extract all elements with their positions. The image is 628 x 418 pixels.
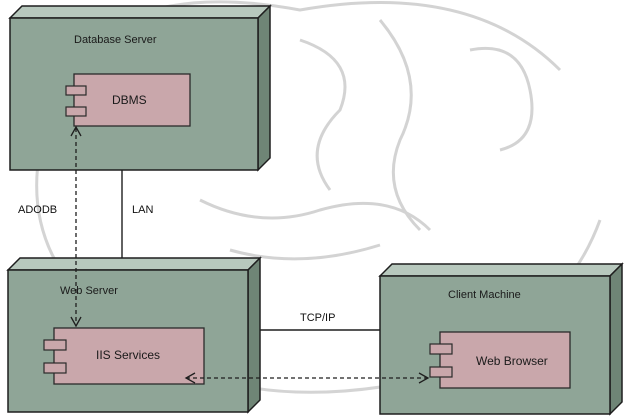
dbms-port-top <box>66 86 86 95</box>
dbms-label: DBMS <box>112 93 147 107</box>
web-browser-port-top <box>430 344 452 354</box>
iis-port-bottom <box>44 363 66 373</box>
dbms-port-bottom <box>66 107 86 116</box>
web-browser-label: Web Browser <box>476 354 548 368</box>
client-machine-top-face <box>380 264 622 276</box>
database-server-top-face <box>10 6 270 18</box>
web-browser-port-bottom <box>430 367 452 377</box>
database-server-title: Database Server <box>74 34 157 46</box>
web-server-side-face <box>248 258 260 412</box>
database-server-side-face <box>258 6 270 170</box>
lan-label: LAN <box>132 204 153 216</box>
adodb-label: ADODB <box>18 204 57 216</box>
iis-services-label: IIS Services <box>96 348 160 362</box>
web-server-title: Web Server <box>60 285 118 297</box>
iis-port-top <box>44 340 66 350</box>
client-machine-title: Client Machine <box>448 289 521 301</box>
client-machine-side-face <box>610 264 622 414</box>
tcpip-label: TCP/IP <box>300 312 335 324</box>
web-server-top-face <box>8 258 260 270</box>
